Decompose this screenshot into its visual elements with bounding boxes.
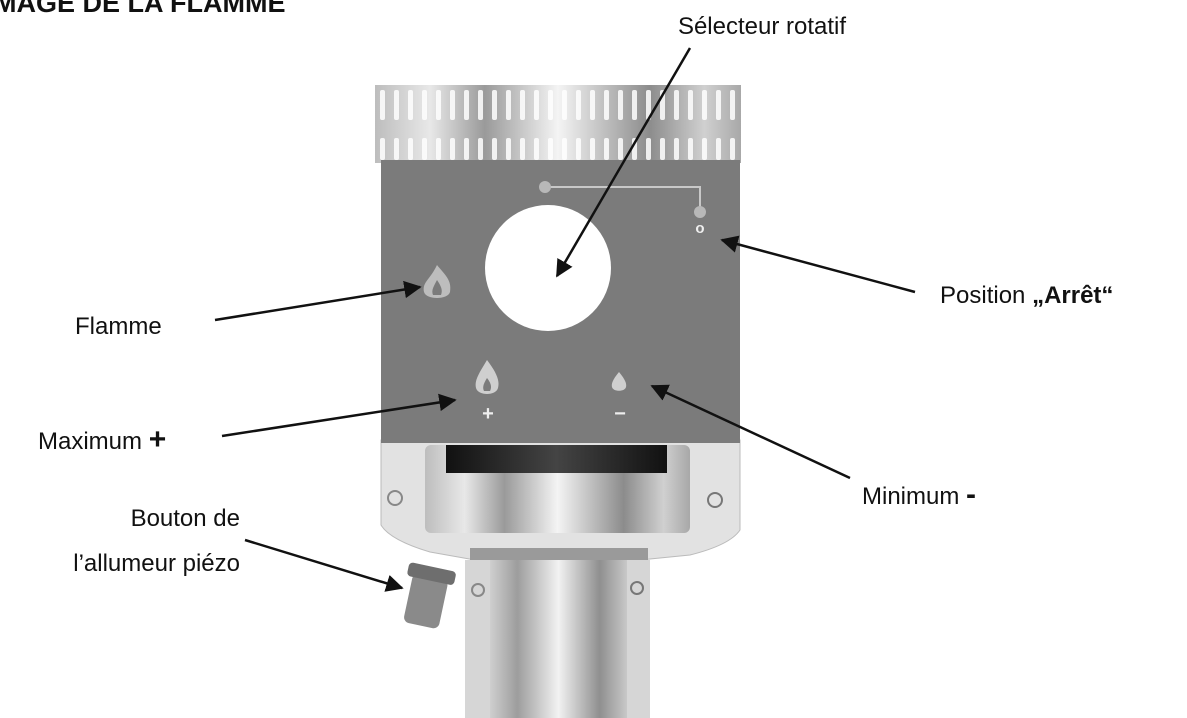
- vent-slot: [520, 90, 525, 120]
- vent-slot: [464, 90, 469, 120]
- vent-slot: [394, 90, 399, 120]
- vent-slot: [436, 90, 441, 120]
- label-maximum: Maximum +: [38, 423, 166, 456]
- arrow-icon: [214, 280, 422, 322]
- arrow-icon: [555, 47, 692, 278]
- vent-slot: [702, 90, 707, 120]
- label-minimum: Minimum -: [862, 478, 976, 511]
- vent-slot: [422, 138, 427, 160]
- vent-slot: [492, 90, 497, 120]
- vent-slot: [702, 138, 707, 160]
- vent-slot: [534, 90, 539, 120]
- screw: [471, 583, 485, 597]
- large-flame-inner: [483, 378, 491, 391]
- indicator-line: [545, 186, 701, 210]
- vent-slot: [730, 90, 735, 120]
- dark-slot: [446, 445, 667, 473]
- vent-slot: [450, 138, 455, 160]
- vent-slot: [408, 90, 413, 120]
- vent-slot: [604, 138, 609, 160]
- max-symbol: +: [482, 403, 494, 425]
- vent-slot: [716, 138, 721, 160]
- vent-slot: [674, 138, 679, 160]
- vent-slot: [436, 138, 441, 160]
- vent-slot: [380, 90, 385, 120]
- clamp: [470, 548, 648, 560]
- vent-slot: [660, 138, 665, 160]
- vent-slot: [730, 138, 735, 160]
- vent-slot: [618, 138, 623, 160]
- vent-slot: [646, 138, 651, 160]
- page-title: MAGE DE LA FLAMME: [0, 0, 285, 18]
- vent-slot: [646, 90, 651, 120]
- large-flame-icon: [475, 360, 499, 394]
- label-piezo-line1: Bouton de: [131, 505, 240, 532]
- vent-slot: [590, 90, 595, 120]
- vent-slot: [478, 90, 483, 120]
- indicator-dot-off: [694, 206, 706, 218]
- screw: [387, 490, 403, 506]
- label-piezo-line2: l’allumeur piézo: [73, 550, 240, 577]
- flame-icon-inner: [432, 280, 442, 295]
- vent-slot: [576, 138, 581, 160]
- vent-slot: [604, 90, 609, 120]
- arrow-icon: [221, 393, 457, 438]
- vent-slot: [632, 90, 637, 120]
- vent-slot: [548, 90, 553, 120]
- vent-slot: [534, 138, 539, 160]
- vent-slot: [562, 138, 567, 160]
- small-flame-icon: [611, 372, 627, 391]
- vent-slot: [576, 90, 581, 120]
- screw: [707, 492, 723, 508]
- vent-slot: [380, 138, 385, 160]
- vent-slot: [716, 90, 721, 120]
- vent-slot: [618, 90, 623, 120]
- arrow-icon: [720, 235, 916, 294]
- label-off-position: Position „Arrêt“: [940, 282, 1113, 309]
- vent-slot: [464, 138, 469, 160]
- pole: [490, 555, 627, 718]
- vent-slot: [394, 138, 399, 160]
- vent-slot: [506, 90, 511, 120]
- off-symbol: o: [695, 220, 704, 237]
- vent-slot: [408, 138, 413, 160]
- vent-band: [375, 85, 741, 163]
- arrow-icon: [244, 538, 404, 592]
- vent-slot: [688, 90, 693, 120]
- screw: [630, 581, 644, 595]
- label-rotary-selector: Sélecteur rotatif: [678, 13, 846, 40]
- vent-slot: [548, 138, 553, 160]
- rotary-selector[interactable]: [485, 205, 611, 331]
- vent-slot: [478, 138, 483, 160]
- vent-slot: [422, 90, 427, 120]
- arrow-icon: [650, 384, 851, 480]
- min-symbol: −: [614, 403, 626, 425]
- vent-slot: [450, 90, 455, 120]
- vent-slot: [590, 138, 595, 160]
- vent-slot: [506, 138, 511, 160]
- vent-slot: [674, 90, 679, 120]
- vent-slot: [562, 90, 567, 120]
- piezo-button[interactable]: [397, 562, 456, 631]
- vent-slot: [520, 138, 525, 160]
- vent-slot: [492, 138, 497, 160]
- vent-slot: [688, 138, 693, 160]
- indicator-dot: [539, 181, 551, 193]
- label-flame: Flamme: [75, 313, 162, 340]
- vent-slots: [380, 90, 735, 160]
